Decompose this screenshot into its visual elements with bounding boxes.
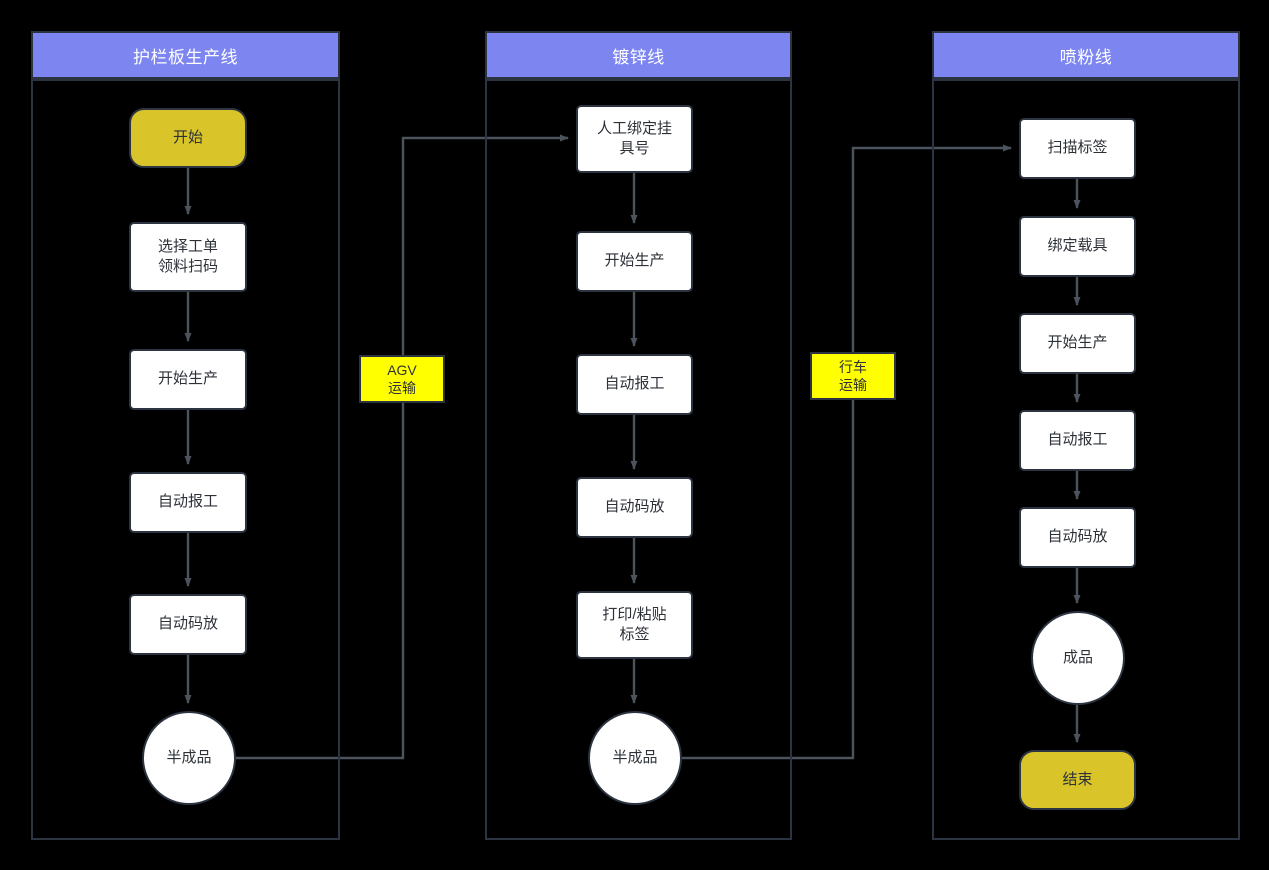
lane-container (932, 79, 1240, 840)
node-n2-semi[interactable]: 半成品 (588, 711, 682, 805)
node-n1-prod[interactable]: 开始生产 (129, 349, 247, 410)
node-n2-label[interactable]: 打印/粘贴 标签 (576, 591, 693, 659)
node-n3-report[interactable]: 自动报工 (1019, 410, 1136, 471)
lane-header-lane-guardrail[interactable]: 护栏板生产线 (31, 31, 340, 79)
node-n3-prod[interactable]: 开始生产 (1019, 313, 1136, 374)
lane-header-lane-powder[interactable]: 喷粉线 (932, 31, 1240, 79)
transport-t-agv[interactable]: AGV 运输 (359, 355, 445, 403)
lane-header-lane-galvanize[interactable]: 镀锌线 (485, 31, 792, 79)
node-n3-scan[interactable]: 扫描标签 (1019, 118, 1136, 179)
node-n2-bind[interactable]: 人工绑定挂 具号 (576, 105, 693, 173)
node-n1-start[interactable]: 开始 (129, 108, 247, 168)
node-n1-semi[interactable]: 半成品 (142, 711, 236, 805)
node-n2-report[interactable]: 自动报工 (576, 354, 693, 415)
node-n1-report[interactable]: 自动报工 (129, 472, 247, 533)
lane-container (485, 79, 792, 840)
node-n3-carrier[interactable]: 绑定载具 (1019, 216, 1136, 277)
node-n3-fin[interactable]: 成品 (1031, 611, 1125, 705)
node-n2-stack[interactable]: 自动码放 (576, 477, 693, 538)
node-n3-end[interactable]: 结束 (1019, 750, 1136, 810)
node-n3-stack[interactable]: 自动码放 (1019, 507, 1136, 568)
lane-container (31, 79, 340, 840)
transport-t-crane[interactable]: 行车 运输 (810, 352, 896, 400)
node-n1-stack[interactable]: 自动码放 (129, 594, 247, 655)
node-n2-prod[interactable]: 开始生产 (576, 231, 693, 292)
node-n1-pick[interactable]: 选择工单 领料扫码 (129, 222, 247, 292)
